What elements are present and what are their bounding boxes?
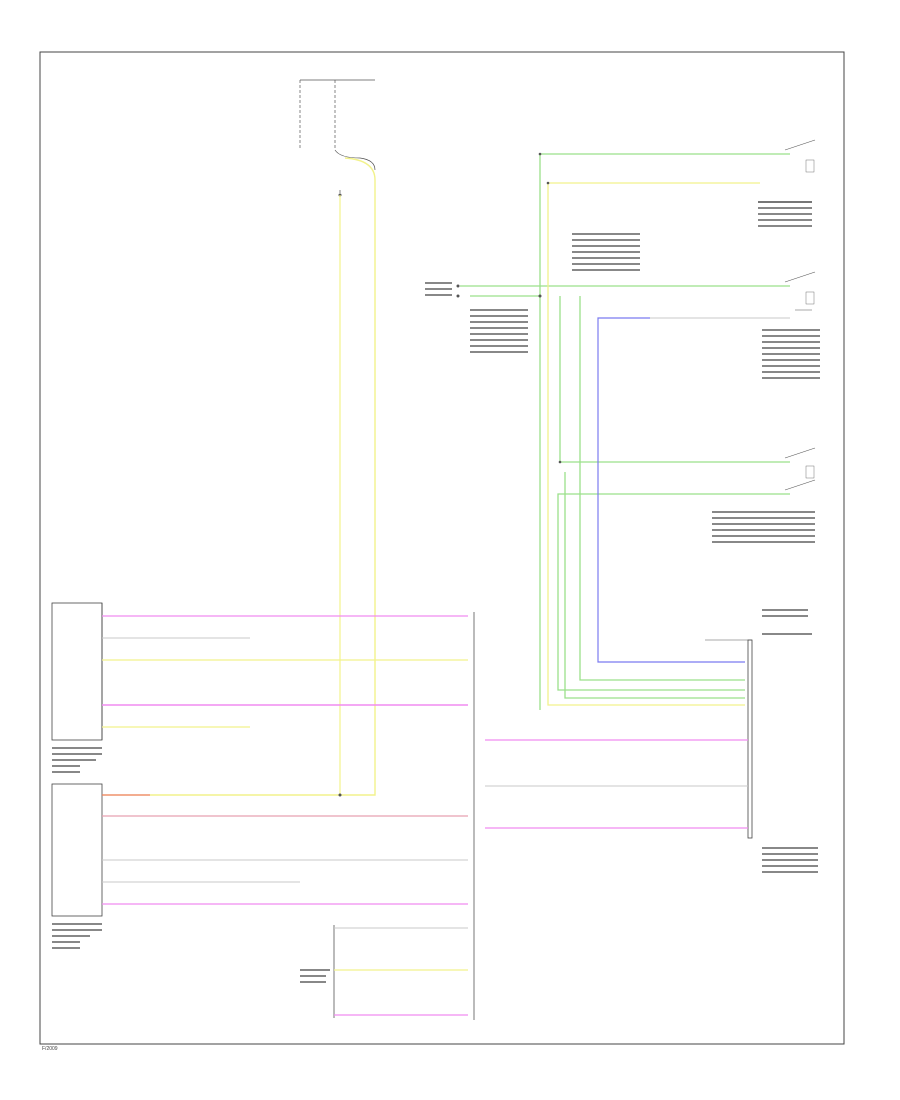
- left-module-1-label: [52, 747, 102, 773]
- bottom-connector: [300, 925, 335, 1018]
- splice-dots: [338, 152, 562, 797]
- green-harness: [460, 153, 790, 710]
- sensor-mid-right: [762, 329, 820, 379]
- power-distribution: [299, 69, 418, 258]
- yellow-harness: [547, 182, 760, 706]
- left-module-2-label: [52, 923, 102, 949]
- wire-blue: [597, 317, 745, 663]
- sensor-top-right: [755, 197, 815, 237]
- page-border: [39, 51, 845, 1045]
- right-module: [705, 609, 818, 873]
- center-label-block: [425, 233, 640, 353]
- sensor-lower-right: [712, 511, 815, 543]
- wire-yellow-main: [90, 157, 376, 796]
- left-module-2: [51, 783, 103, 917]
- page-id: F/2009: [42, 1046, 58, 1052]
- left-module-1: [51, 602, 103, 741]
- right-connectors: [784, 139, 816, 491]
